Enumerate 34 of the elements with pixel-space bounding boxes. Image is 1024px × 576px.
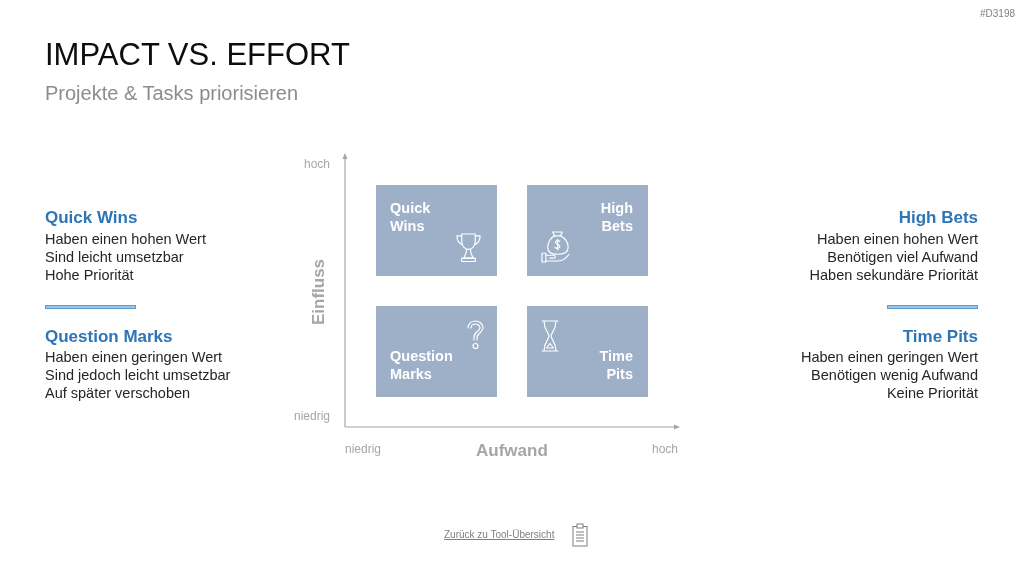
slide-id: #D3198 xyxy=(979,8,1015,20)
description-line: Sind leicht umsetzbar xyxy=(45,249,184,267)
section-heading: Quick Wins xyxy=(45,208,138,229)
quadrant-box xyxy=(376,185,497,276)
slide-title: IMPACT VS. EFFORT xyxy=(45,36,350,74)
description-line: Haben einen hohen Wert xyxy=(817,231,978,249)
axis-tick-label: hoch xyxy=(651,442,678,457)
description-line: Hohe Priorität xyxy=(45,267,134,285)
axis-tick-label: hoch xyxy=(303,157,330,172)
quadrant-box xyxy=(376,306,497,397)
quadrant-label: High Bets xyxy=(600,199,633,235)
description-line: Haben einen geringen Wert xyxy=(45,349,223,367)
axis-title: Aufwand xyxy=(476,441,548,462)
quadrant-box xyxy=(527,306,648,397)
axis-tick-label: niedrig xyxy=(293,409,330,424)
description-line: Benötigen wenig Aufwand xyxy=(811,367,978,385)
quadrant-label: Quick Wins xyxy=(390,199,431,235)
back-link: Zurück zu Tool-Übersicht xyxy=(444,529,555,541)
section-heading: Question Marks xyxy=(45,327,173,348)
section-heading: High Bets xyxy=(898,208,978,229)
quadrant-box xyxy=(527,185,648,276)
description-line: Haben einen geringen Wert xyxy=(800,349,978,367)
description-line: Sind jedoch leicht umsetzbar xyxy=(45,367,231,385)
description-line: Haben sekundäre Priorität xyxy=(809,267,978,285)
axis-tick-label: niedrig xyxy=(345,442,382,457)
quadrant-label: Time Pits xyxy=(599,347,633,383)
axis-title: Einfluss xyxy=(308,258,329,326)
description-line: Auf später verschoben xyxy=(45,385,191,403)
section-heading: Time Pits xyxy=(902,327,978,348)
description-line: Keine Priorität xyxy=(886,385,978,403)
subtitle: Projekte & Tasks priorisieren xyxy=(45,81,299,105)
description-line: Haben einen hohen Wert xyxy=(45,231,206,249)
quadrant-label: Question Marks xyxy=(390,347,453,383)
description-line: Benötigen viel Aufwand xyxy=(827,249,978,267)
